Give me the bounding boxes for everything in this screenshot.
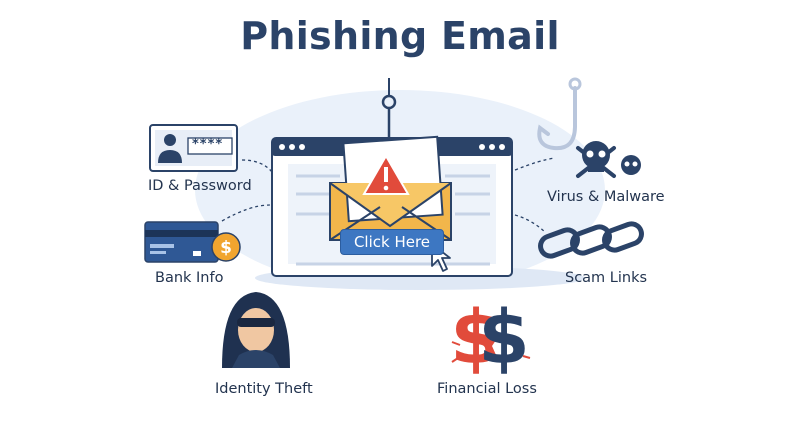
label-financial-loss: Financial Loss — [437, 381, 537, 397]
skull-icon — [576, 141, 641, 178]
hacker-icon — [222, 292, 290, 368]
label-identity-theft: Identity Theft — [215, 381, 313, 397]
svg-text:$: $ — [220, 238, 232, 258]
connector-lines — [221, 157, 556, 233]
envelope-icon — [329, 135, 452, 241]
warning-icon — [362, 154, 410, 195]
broken-dollar-icon: $ $ — [450, 295, 560, 381]
label-bank-info: Bank Info — [155, 270, 224, 286]
svg-text:$: $ — [478, 295, 530, 381]
id-card-icon — [149, 124, 238, 172]
label-virus-malware: Virus & Malware — [547, 189, 665, 205]
click-here-button[interactable]: Click Here — [340, 229, 444, 255]
page-title: Phishing Email — [240, 14, 560, 58]
chain-link-icon — [538, 221, 644, 259]
dollar-coin-icon: $ — [211, 232, 241, 262]
svg-text:$: $ — [450, 295, 502, 381]
hook-right-icon — [537, 86, 577, 151]
credit-card-icon — [144, 221, 219, 263]
password-mask: **** — [192, 137, 224, 152]
label-scam-links: Scam Links — [565, 270, 648, 286]
label-id-password: ID & Password — [148, 178, 252, 194]
